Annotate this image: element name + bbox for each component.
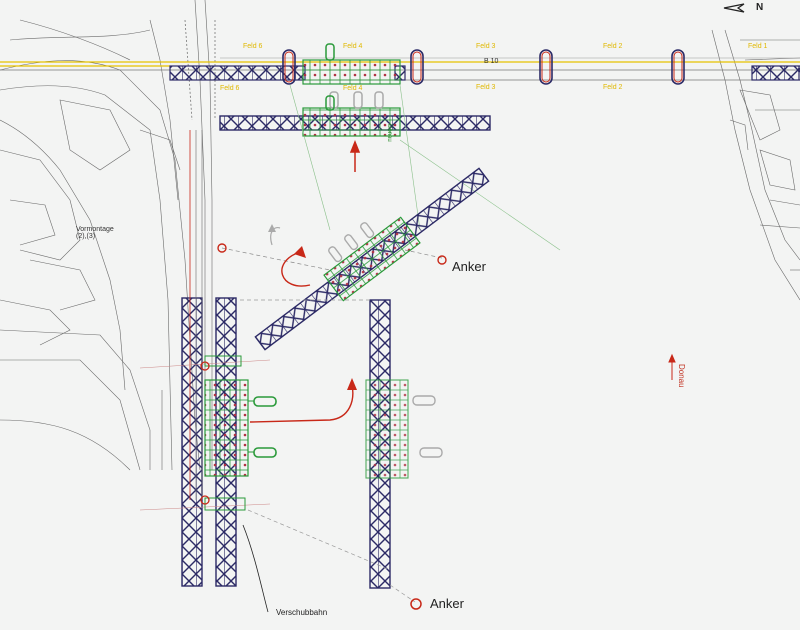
vormontage-label: Vormontage (2),(3) — [76, 226, 114, 240]
span-label: Feld 4 — [343, 43, 363, 50]
truss-rotating — [254, 167, 490, 351]
barges-left — [204, 355, 277, 511]
right-bank-map — [711, 29, 800, 301]
donau-label: Donau — [677, 364, 686, 388]
span-label: Feld 2 — [603, 84, 623, 91]
span-label: Feld 6 — [243, 43, 263, 50]
donau-small-label: Donau — [386, 124, 392, 142]
north-label: N — [756, 2, 764, 13]
span-label: Feld 1 — [748, 43, 768, 50]
truss-second — [219, 91, 491, 137]
span-label: Feld 3 — [476, 84, 496, 91]
truss-top-final — [169, 65, 800, 81]
left-bank-map — [0, 0, 213, 471]
north-arrow-icon — [723, 3, 745, 13]
anchor-points-top — [217, 243, 447, 265]
rotation-arrow — [281, 251, 311, 287]
lift-arrow — [349, 139, 361, 172]
barges-top — [302, 43, 401, 85]
span-label: Feld 2 — [603, 43, 623, 50]
anker-label-top: Anker — [452, 259, 486, 274]
span-label: Feld 3 — [476, 43, 496, 50]
road-label: B 10 — [484, 58, 499, 65]
span-label: Feld 4 — [343, 85, 363, 92]
span-label: Feld 6 — [220, 85, 240, 92]
piers — [282, 49, 685, 85]
truss-vertical-right — [365, 299, 443, 589]
truss-vertical-left — [181, 297, 237, 587]
flow-arrow — [668, 353, 676, 380]
anchor-point-bottom — [410, 598, 422, 610]
anker-label-bottom: Anker — [430, 596, 464, 611]
shift-arrow — [249, 384, 354, 423]
verschubbahn-label: Verschubbahn — [276, 608, 328, 617]
